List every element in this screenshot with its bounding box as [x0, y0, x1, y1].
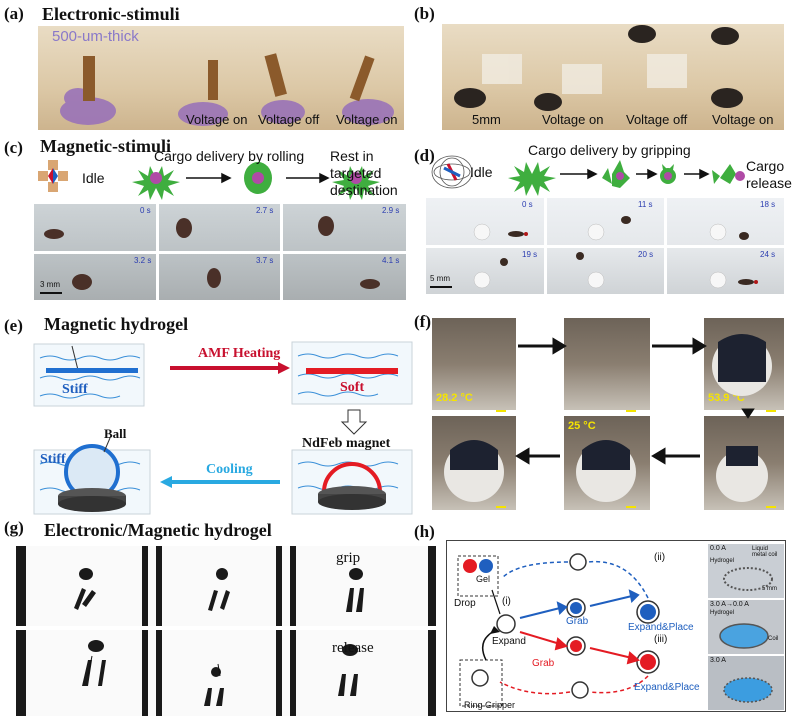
panel-b-caption-2: Voltage on [542, 112, 604, 127]
magnet-cross-icon [38, 160, 68, 192]
panel-h-i: (i) [502, 596, 511, 607]
panel-e-cooling: Cooling [206, 462, 253, 477]
panel-e-label: (e) [4, 316, 23, 335]
panel-b-caption-3: Voltage off [626, 112, 688, 127]
panel-h-ring: Ring Gripper [464, 700, 516, 710]
panel-d-time-5: 20 s [638, 250, 654, 259]
panel-h-drop: Drop [454, 598, 476, 609]
panel-h-photo-2: 3.0 A→0.0 A Hydrogel Coil [708, 600, 784, 654]
panel-d-step2: Cargo release [746, 158, 792, 191]
panel-g-label: (g) [4, 518, 24, 537]
panel-f-arrows [444, 334, 776, 508]
panel-h-photo-scale: 5 mm [762, 586, 777, 592]
panel-f-temp-1: 28.2 °C [436, 392, 473, 404]
panel-d-time-2: 11 s [638, 200, 653, 209]
panel-e-soft: Soft [340, 380, 365, 395]
panel-h-photo-label-2: 3.0 A→0.0 A [710, 601, 749, 608]
panel-h-iii: (iii) [654, 634, 668, 645]
panel-a-photo: 500-um-thick Voltage on Voltage off Volt… [38, 26, 404, 130]
panel-h-photo-3: 3.0 A [708, 656, 784, 710]
panel-c-frames: 0 s 2.7 s 2.9 s 3.2 s 3.7 s 4.1 s 3 mm [34, 204, 406, 300]
panel-d-scale: 5 mm [430, 274, 450, 283]
panel-a-caption-1: Voltage on [186, 112, 248, 127]
panel-f-frame-1: 28.2 °C [432, 318, 516, 410]
panel-c-label: (c) [4, 138, 23, 157]
panel-b-label: (b) [414, 4, 435, 23]
panel-f-temp-3: 25 °C [568, 420, 596, 432]
panel-d-time-1: 0 s [522, 200, 533, 209]
panel-a-title: Electronic-stimuli [42, 4, 180, 24]
panel-h-photo-coil: Liquid metal coil [752, 546, 778, 558]
panel-c-step1: Cargo delivery by rolling [154, 148, 305, 164]
panel-d-time-4: 19 s [522, 250, 538, 259]
panel-d-time-3: 18 s [760, 200, 776, 209]
panel-h-photo-label-3: 3.0 A [710, 657, 726, 664]
ring-actuators [454, 25, 743, 111]
panel-c-title: Magnetic-stimuli [40, 136, 171, 156]
panel-e-heating: AMF Heating [198, 346, 281, 361]
panel-h-expand-place-blue: Expand&Place [628, 622, 694, 633]
panel-c-schematic [38, 160, 380, 200]
panel-c-time-2: 2.7 s [256, 206, 274, 215]
panel-h-photo-coil-2: Coil [768, 636, 779, 642]
panel-h-photo-hydrogel-2: Hydrogel [710, 610, 735, 616]
panel-d-label: (d) [414, 146, 435, 165]
panel-h-grab-blue: Grab [566, 616, 589, 627]
panel-e-ball: Ball [104, 426, 127, 441]
panel-h-grab-red: Grab [532, 658, 555, 669]
panel-f-frame-2 [564, 318, 650, 410]
panel-g-title: Electronic/Magnetic hydrogel [44, 520, 272, 540]
panel-h-label: (h) [414, 522, 435, 541]
panel-a-label: (a) [4, 4, 24, 23]
panel-b-photo: 5mm Voltage on Voltage off Voltage on [442, 24, 784, 130]
panel-d-time-6: 24 s [760, 250, 776, 259]
panel-c-time-5: 3.7 s [256, 256, 274, 265]
panel-e-schematic [33, 341, 413, 515]
flower-actuators [60, 53, 394, 126]
panel-c-step2: Rest in targeted destination [330, 148, 398, 198]
panel-c-time-4: 3.2 s [134, 256, 152, 265]
panel-f-label: (f) [414, 312, 431, 331]
panel-e-stiff-top: Stiff [62, 382, 88, 397]
panel-c-scale: 3 mm [40, 280, 60, 289]
panel-e-stiff-bottom: Stiff [40, 452, 66, 467]
panel-d-step1: Cargo delivery by gripping [528, 142, 691, 158]
panel-a-caption-3: Voltage on [336, 112, 398, 127]
panel-g-frames: grip release [16, 546, 436, 716]
panel-b-caption-4: Voltage on [712, 112, 774, 127]
panel-e-magnet: NdFeb magnet [302, 436, 391, 451]
panel-h-ii: (ii) [654, 552, 666, 563]
panel-c-time-3: 2.9 s [382, 206, 400, 215]
thickness-label: 500-um-thick [52, 28, 139, 45]
panel-h-schematic [457, 553, 660, 707]
panel-h-gel: Gel [476, 574, 491, 584]
panel-a-caption-2: Voltage off [258, 112, 320, 127]
panel-g-release: release [332, 640, 374, 656]
panel-h-photo-label-1: 0.0 A [710, 545, 726, 552]
panel-c-time-6: 4.1 s [382, 256, 400, 265]
panel-e-title: Magnetic hydrogel [44, 314, 189, 334]
panel-h-photo-1: 0.0 A Hydrogel Liquid metal coil 5 mm [708, 544, 784, 598]
panel-h-photo-hydrogel-1: Hydrogel [710, 558, 735, 564]
panel-c-idle: Idle [82, 170, 105, 186]
panel-h-expand-place-red: Expand&Place [634, 682, 700, 693]
panel-c-time-1: 0 s [140, 206, 151, 215]
panel-g-grip: grip [336, 550, 361, 566]
panel-h-expand: Expand [492, 636, 526, 647]
panel-b-caption-1: 5mm [472, 112, 501, 127]
panel-d-idle: Idle [470, 164, 493, 180]
panel-d-frames: 0 s 11 s 18 s 19 s 20 s 24 s 5 mm [426, 198, 784, 294]
panel-d-schematic [431, 155, 745, 196]
